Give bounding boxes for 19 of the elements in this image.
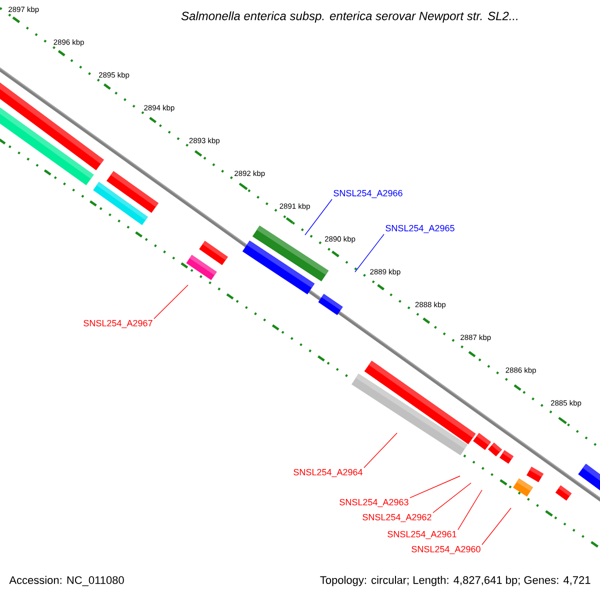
- accession-label: Accession: NC_011080: [9, 576, 124, 586]
- gene-label: SNSL254_A2967: [84, 320, 152, 328]
- leader-line: [154, 284, 188, 320]
- summary-label: Topology: circular; Length: 4,827,641 bp; Genes: 4,721: [320, 576, 590, 586]
- leader-line: [432, 482, 472, 514]
- leader-line: [482, 508, 512, 546]
- leader-line: [364, 432, 398, 468]
- leader-line: [304, 198, 332, 236]
- gene-label: SNSL254_A2966: [334, 190, 402, 198]
- gene-label: SNSL254_A2965: [386, 224, 454, 234]
- leader-line: [354, 234, 384, 272]
- gene-label: SNSL254_A2960: [412, 546, 480, 554]
- gene-label: SNSL254_A2962: [362, 514, 432, 522]
- gene-label: SNSL254_A2963: [340, 498, 408, 508]
- gene-label: SNSL254_A2961: [388, 530, 456, 540]
- leader-line: [410, 476, 460, 498]
- gene-label: SNSL254_A2964: [294, 468, 362, 478]
- leader-line: [458, 490, 482, 530]
- title: Salmonella enterica subsp. enterica serovar Newport str. SL2...: [181, 11, 518, 23]
